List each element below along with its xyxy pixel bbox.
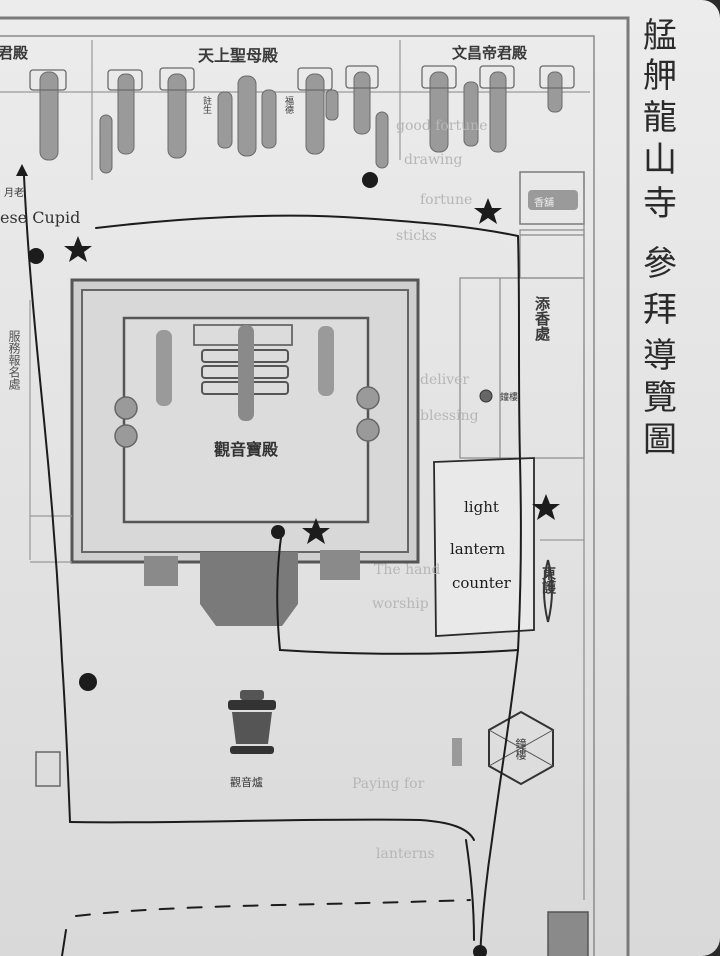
altar [318,326,334,396]
altar [217,91,233,149]
altar [325,89,339,121]
title-char: 山 [643,140,677,180]
altar [156,330,172,406]
faint-text: Paying for [352,776,425,792]
altar [375,111,389,169]
faint-text: worship [372,596,429,612]
altar [463,81,479,147]
title-char: 圖 [643,420,677,460]
faint-text: sticks [396,228,437,244]
faint-text: The hand [374,562,441,578]
altar [489,71,507,153]
title-char: 龍 [643,98,677,138]
east-wing-label: 東護 [540,566,556,594]
star-markers [64,198,560,544]
faint-text: lanterns [376,846,435,862]
altar [261,89,277,149]
altar [39,71,59,161]
route-markers [28,172,487,956]
title-char: 導 [643,336,677,376]
light-box-line-2: lantern [450,540,506,558]
title-char: 艋 [643,16,677,56]
drum-right [356,386,380,410]
pavilion-label: 鐘樓 [500,393,519,403]
faint-text: fortune [420,192,473,208]
cupid-annotation: ese Cupid [0,208,81,227]
hexagon-label: 鐘樓 [514,738,527,760]
rear-altars [39,71,563,174]
incense-office [459,277,585,459]
front-step [144,556,178,586]
map-inner-frame [0,35,595,956]
small-label-a: 註生 [201,96,211,114]
faint-text: good fortune [396,118,488,134]
altar [117,73,135,155]
light-lantern-counter-box [433,457,535,637]
drum-left [114,424,138,448]
drum-left [114,396,138,420]
light-box-line-3: counter [452,574,511,592]
faint-text: blessing [420,408,479,424]
title-char: 寺 [643,184,677,224]
altar [99,114,113,174]
altar-tops [29,65,575,91]
title-char: 覽 [643,378,677,418]
altar [353,71,371,135]
hall-label-wenchang: 文昌帝君殿 [452,44,528,62]
altar [167,73,187,159]
guanyin-altar [238,325,254,421]
central-altar-canopy [193,324,293,346]
front-platform [200,552,298,626]
service-desk-label: 服務報名處 [7,330,21,390]
small-label-b: 福德 [283,96,293,114]
incense-office-label: 添香處 [533,296,551,341]
faint-text: drawing [404,152,463,168]
hall-label-mazu: 天上聖母殿 [198,46,279,65]
title-char: 舺 [643,56,677,96]
small-building-sign [528,190,578,210]
hand-drawn-route [23,175,522,956]
censer-label: 觀音爐 [230,776,263,789]
altar [237,75,257,157]
small-building-label: 香舖 [534,198,554,209]
altar [305,73,325,155]
side-label-left: 月老 [4,188,24,199]
title-char: 參 [643,244,677,284]
hall-label-left: 君殿 [0,44,29,62]
faint-text: deliver [420,372,470,388]
altar [429,71,449,153]
map-outer-frame [0,16,630,956]
drum-right [356,418,380,442]
light-box-line-1: light [464,498,499,516]
altar [547,71,563,113]
title-char: 拜 [643,290,677,330]
hall-label-main: 觀音寶殿 [214,440,279,459]
front-step [320,550,360,580]
censer-icon [228,690,276,754]
small-building [519,171,585,225]
